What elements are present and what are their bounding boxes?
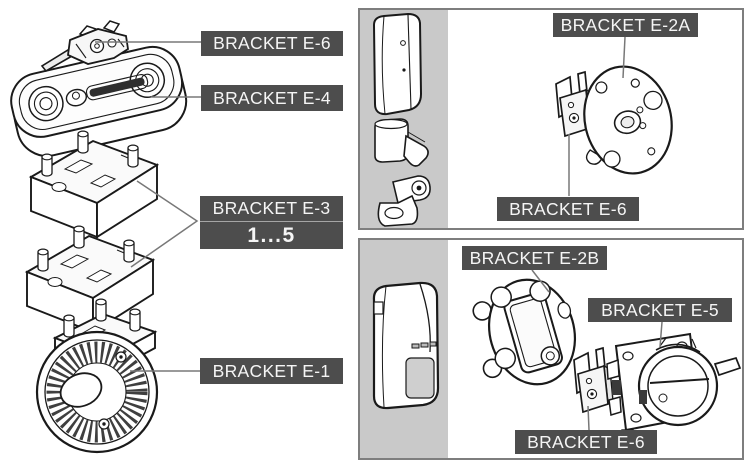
top-panel-art	[372, 12, 673, 227]
leader-lines-top-panel	[568, 36, 626, 196]
label-bracket-e1: BRACKET E-1	[200, 358, 343, 384]
panel-bottom-right: BRACKET E-2B BRACKET E-5 BRACKET E-6	[358, 238, 744, 460]
part-bracket-e4-illustration	[10, 45, 188, 157]
label-bracket-e5: BRACKET E-5	[588, 298, 732, 322]
bottom-panel-art	[372, 269, 742, 441]
detector-front-icon	[372, 12, 423, 116]
label-bracket-e2b: BRACKET E-2B	[462, 246, 607, 270]
label-bracket-e3: BRACKET E-3	[200, 196, 343, 221]
leader-lines-bottom-panel	[531, 269, 663, 431]
part-swivel-e5-illustration	[606, 332, 742, 441]
label-bracket-e3-range: 1...5	[200, 221, 343, 249]
label-bracket-e6-left: BRACKET E-6	[201, 31, 343, 56]
part-plate-e2a-illustration	[583, 65, 673, 175]
bracket-side-view-2-icon	[377, 175, 431, 227]
label-bracket-e2a: BRACKET E-2A	[553, 13, 698, 37]
part-plate-e2b-illustration	[472, 278, 577, 386]
leader-lines-left	[95, 41, 201, 372]
left-exploded-view	[10, 20, 201, 454]
part-bracket-e1-illustration	[35, 298, 159, 454]
detector-curved-icon	[372, 281, 440, 410]
part-clip-e6-bottom-panel	[573, 347, 614, 413]
label-bracket-e6-top-panel: BRACKET E-6	[497, 197, 639, 221]
label-bracket-e4: BRACKET E-4	[201, 85, 343, 111]
panel-top-right: BRACKET E-2A BRACKET E-6	[358, 8, 744, 230]
bracket-side-view-1-icon	[374, 118, 429, 167]
part-bracket-e6-illustration	[40, 20, 129, 73]
label-bracket-e6-bottom-panel: BRACKET E-6	[515, 430, 657, 454]
